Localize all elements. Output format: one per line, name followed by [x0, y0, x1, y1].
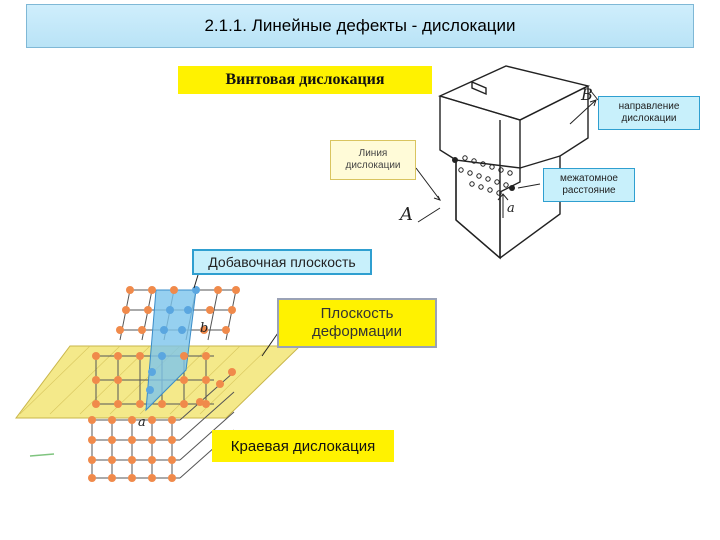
- dislocation-direction-label: направление дислокации: [598, 96, 700, 130]
- edge-dislocation-label: Краевая дислокация: [212, 430, 394, 462]
- letter-b-lower: b: [200, 321, 208, 336]
- screw-dislocation-label: Винтовая дислокация: [178, 66, 432, 94]
- letter-A: A: [398, 204, 413, 225]
- interatomic-distance-label: межатомное расстояние: [543, 168, 635, 202]
- screw-dislocation-block: [438, 65, 591, 260]
- page-title: 2.1.1. Линейные дефекты - дислокации: [204, 16, 516, 35]
- title-bar: 2.1.1. Линейные дефекты - дислокации: [26, 4, 694, 48]
- screw-atoms: [458, 155, 513, 196]
- atom-point: [509, 185, 515, 191]
- green-underline: [29, 453, 55, 457]
- letter-a-upper: a: [507, 201, 515, 216]
- dislocation-point: [452, 157, 458, 163]
- dislocation-line-label: Линия дислокации: [330, 140, 416, 180]
- extra-plane-label: Добавочная плоскость: [192, 249, 372, 275]
- orange-atoms: [88, 286, 240, 482]
- letter-a-lower: a: [138, 415, 146, 430]
- screw-leaders: [415, 89, 599, 223]
- deformation-plane-label: Плоскость деформации: [277, 298, 437, 348]
- letter-b-upper: B: [580, 85, 593, 104]
